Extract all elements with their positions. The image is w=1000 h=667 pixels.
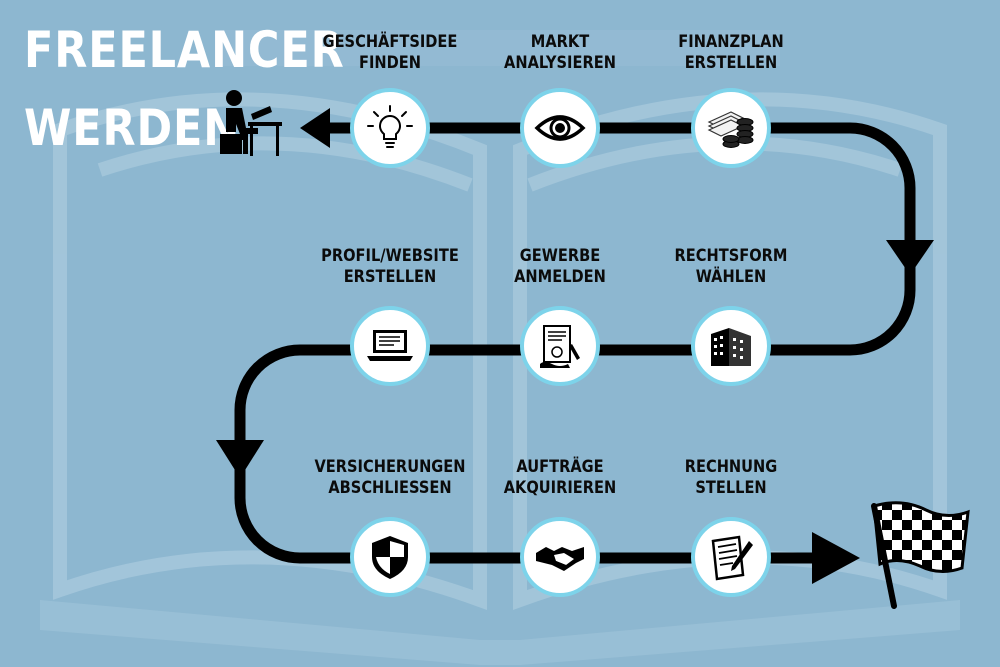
title-line-2: WERDEN	[24, 99, 241, 157]
laptop-icon	[367, 330, 413, 361]
building-icon	[711, 328, 751, 366]
step-finanzplan	[691, 88, 771, 168]
arrow-start	[300, 108, 330, 148]
step-versicherungen	[350, 517, 430, 597]
arrow-down-left	[216, 440, 264, 478]
step-gewerbe	[520, 306, 600, 386]
arrow-down-right	[886, 240, 934, 275]
step-markt	[520, 88, 600, 168]
freelancer-at-desk-icon	[220, 90, 282, 156]
arrow-end	[812, 532, 860, 584]
shield-icon	[372, 536, 408, 579]
certificate-icon	[540, 325, 580, 368]
step-rechnung	[691, 517, 771, 597]
invoice-icon	[711, 535, 753, 581]
handshake-icon	[536, 547, 584, 571]
title-line-1: FREELANCER	[24, 21, 345, 79]
eye-icon	[534, 115, 586, 141]
finance-icon	[707, 111, 754, 148]
checkered-flag-icon	[871, 501, 970, 609]
lightbulb-icon	[367, 105, 413, 148]
step-auftraege	[520, 517, 600, 597]
step-geschaeftsidee	[350, 88, 430, 168]
step-rechtsform	[691, 306, 771, 386]
step-profil	[350, 306, 430, 386]
